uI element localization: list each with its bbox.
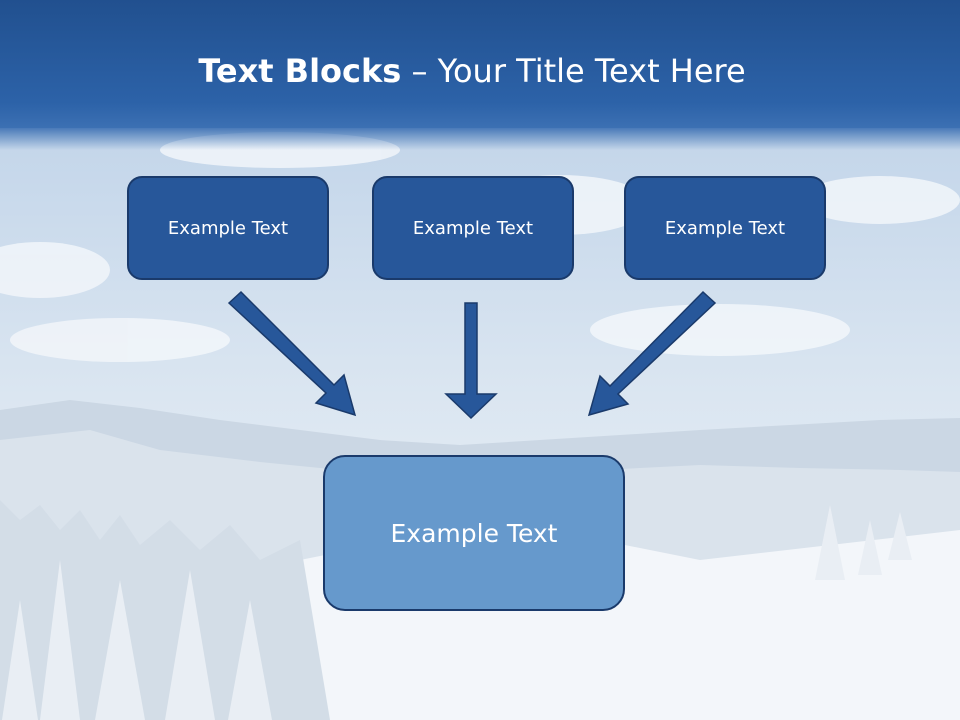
text-block-left[interactable]: Example Text — [127, 176, 329, 280]
text-block-left-label: Example Text — [167, 217, 289, 239]
slide-title: Text Blocks – Your Title Text Here — [0, 52, 944, 90]
title-dash: – — [401, 52, 438, 90]
text-block-middle[interactable]: Example Text — [372, 176, 574, 280]
arrow-down-right-icon — [227, 290, 357, 417]
title-bold-part: Text Blocks — [198, 52, 402, 90]
arrow-down-icon — [444, 302, 498, 420]
text-block-middle-label: Example Text — [412, 217, 534, 239]
arrow-down-left-icon — [587, 290, 717, 417]
text-block-right-label: Example Text — [664, 217, 786, 239]
text-block-bottom-label: Example Text — [390, 518, 558, 548]
title-rest: Your Title Text Here — [437, 52, 746, 90]
text-block-bottom[interactable]: Example Text — [323, 455, 625, 611]
text-block-right[interactable]: Example Text — [624, 176, 826, 280]
